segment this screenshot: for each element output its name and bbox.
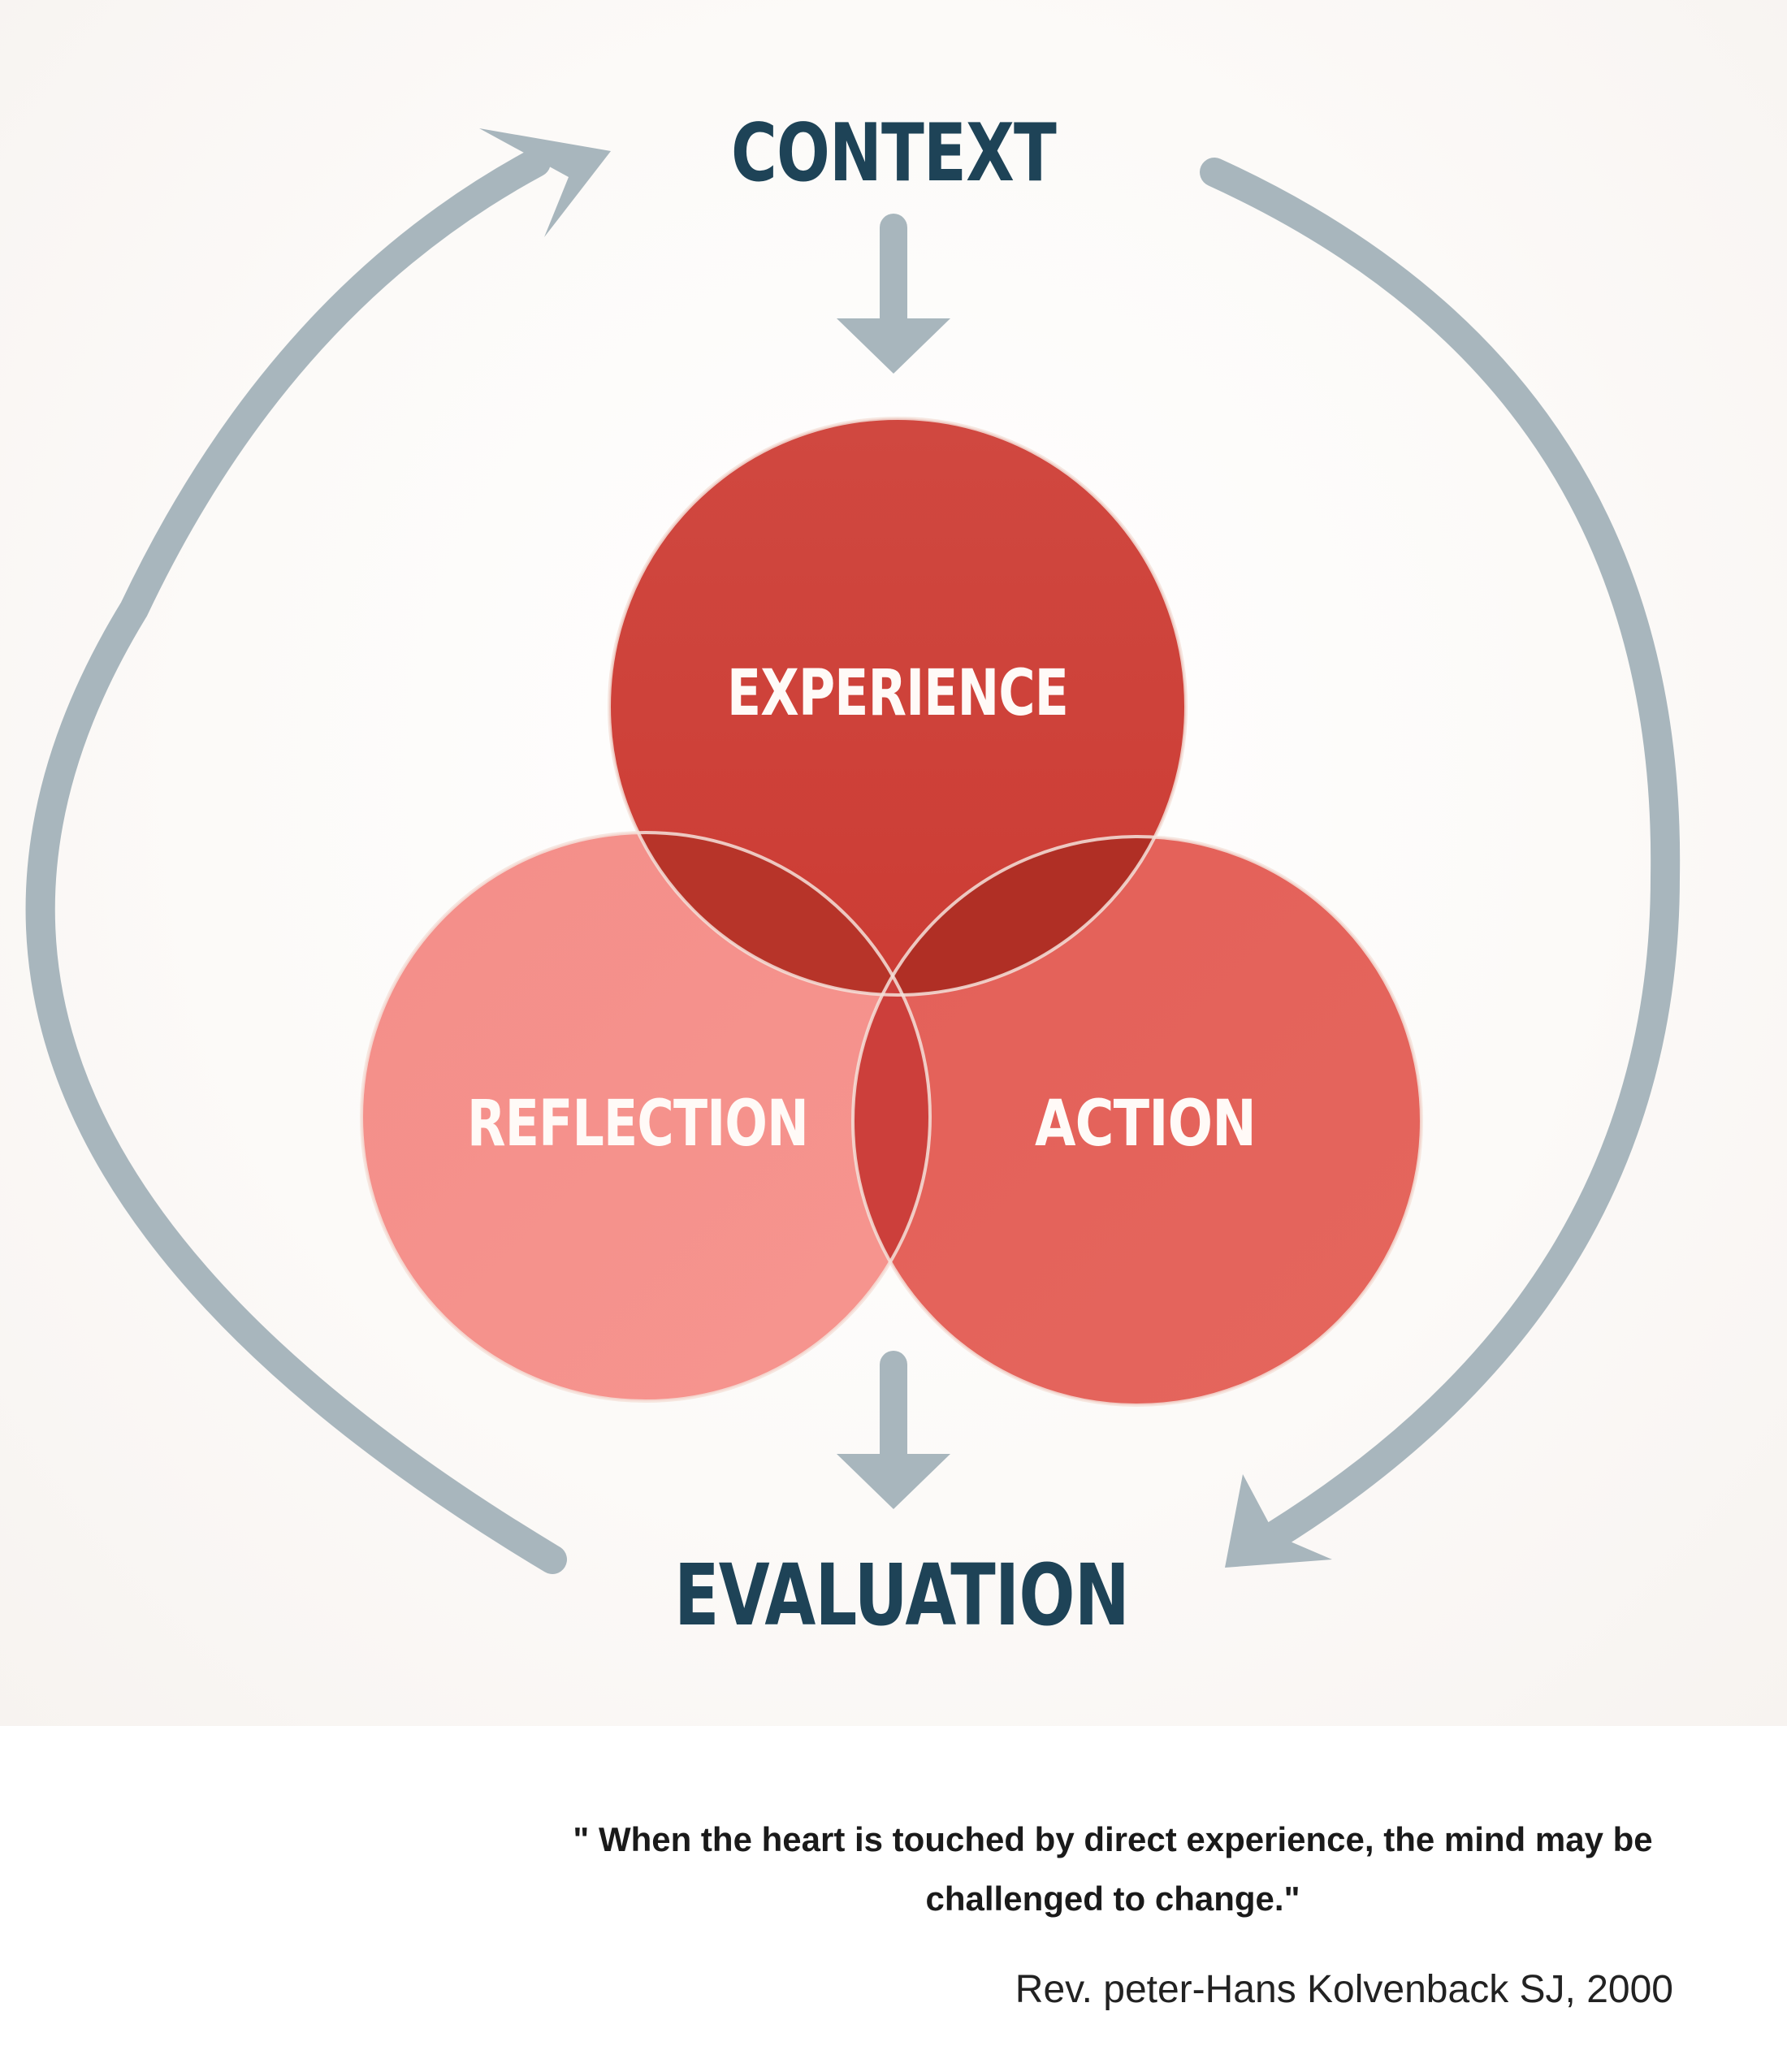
right-cycle-arrowhead-icon: [1225, 1474, 1332, 1568]
context-down-arrowhead-icon: [837, 318, 950, 374]
left-cycle-arrowhead-icon: [479, 128, 611, 237]
evaluation-down-arrowhead-icon: [837, 1454, 950, 1509]
action-circle-outline: [851, 835, 1423, 1407]
experience-circle-outline: [608, 417, 1188, 997]
right-cycle-arrow: [1200, 158, 1681, 1550]
ignatian-cycle-diagram: CONTEXT EXPERIENCE REFLECTION ACTION EVA…: [25, 107, 1681, 1645]
reflection-circle-outline: [360, 831, 932, 1403]
diagram-panel: CONTEXT EXPERIENCE REFLECTION ACTION EVA…: [0, 0, 1787, 1726]
experience-label: EXPERIENCE: [727, 657, 1068, 730]
context-label: CONTEXT: [731, 107, 1057, 200]
reflection-label: REFLECTION: [467, 1088, 808, 1161]
action-label: ACTION: [1035, 1088, 1256, 1161]
left-cycle-arrow: [25, 148, 567, 1574]
quote-attribution: Rev. peter-Hans Kolvenback SJ, 2000: [1015, 1968, 1673, 2011]
evaluation-label: EVALUATION: [674, 1546, 1129, 1645]
quote-text: " When the heart is touched by direct ex…: [573, 1820, 1653, 1918]
experience-circle: [609, 418, 1186, 995]
